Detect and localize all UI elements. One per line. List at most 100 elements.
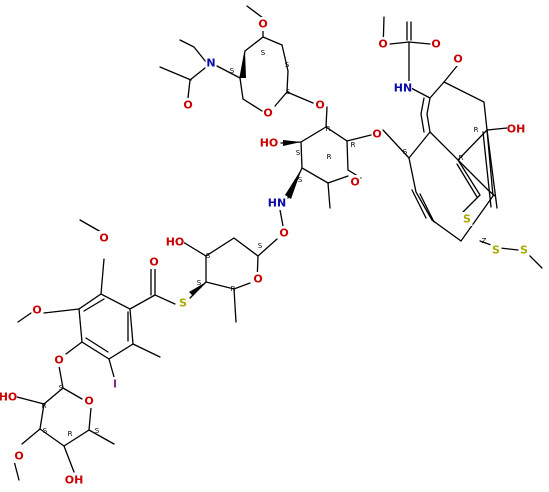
atom-label-bg-trisulfide_s1 [490,243,502,257]
bond-31 [482,131,492,208]
stereo-label-21: S [95,427,100,435]
atom-label-bg-aryl_ome_1 [98,231,110,245]
bond-18 [410,87,431,99]
atom-label-bg-ring2_o [349,175,361,189]
bond-8 [325,106,362,179]
atom-label-amide_n: N [206,57,215,70]
stereo-label-2: S [285,61,290,69]
stereo-label-8: S [298,176,303,184]
bond-22 [411,189,427,219]
bond-19 [443,81,508,131]
bond-4 [179,39,207,63]
atom-label-oh_sugar3: HO [166,236,185,249]
atom-label-aryl_o_glyco: O [54,354,63,367]
bond-16 [408,65,458,159]
bond-49 [79,219,102,233]
bond-13 [279,209,284,227]
bond-26 [456,163,478,198]
wedge-bond-2 [285,168,302,199]
wedge-bond-3 [189,282,206,296]
stereo-label-10: R [474,126,479,134]
bond-51 [17,312,32,323]
bond-48 [100,258,105,295]
atom-label-ring1_o: O [263,107,272,120]
bond-33 [389,41,431,45]
atom-label-oh_sugar4b: OH [65,474,84,487]
atom-label-bg-hydroxylamine_o [278,226,290,240]
atom-label-methoxy_o_top: O [258,18,267,31]
stereo-label-9: S [403,148,408,156]
atom-label-bg-carbamate_nh [394,81,412,95]
atom-label-trisulfide_s1: S [492,244,500,257]
stereo-label-3: S [286,88,291,96]
atom-label-aryl_i: I [113,378,117,391]
stereo-label-17: S [59,384,64,392]
atom-label-ring3_o: O [253,273,262,286]
stereo-label-20: R [68,430,73,438]
atom-label-glyco_o_2: O [372,128,381,141]
atom-label-bg-methoxy_o_top [257,17,269,31]
atom-label-core_s: S [463,213,471,226]
atom-label-bg-hydroxylamine_nh [268,196,286,210]
atom-label-glyco_o_1: O [315,99,324,112]
bond-17 [420,97,425,133]
atom-label-thioester_s: S [179,297,187,310]
stereo-label-7: R [327,153,332,161]
stereo-label-11: R [459,154,464,162]
bond-52 [65,341,83,355]
stereo-label-6: S [296,149,301,157]
bond-28 [499,247,519,251]
atom-label-bg-ketone_o [452,52,464,66]
bond-1 [262,36,289,107]
atom-label-bg-glyco_o_2 [371,127,383,141]
bond-14 [346,134,372,142]
atom-label-carbamate_nh: HN [394,82,412,95]
bond-15 [382,129,410,159]
atom-label-carbamate_o_ester: O [378,38,387,51]
bond-40 [233,288,237,323]
stereo-label-4: R [326,125,331,133]
stereo-label-13: S [206,252,211,260]
atom-label-bg-carbamate_o_ester [377,37,389,51]
wedge-bond-0 [240,51,246,78]
bond-60 [63,445,75,473]
stereo-label-5: R [351,141,356,149]
bond-38 [182,237,259,257]
atom-label-aryl_ome_1: O [99,232,108,245]
atom-label-hydroxylamine_o: O [279,227,288,240]
bond-23 [419,193,435,223]
bond-30 [486,129,498,209]
atom-label-bg-carbamate_o [430,37,442,51]
atom-label-thioester_o: O [149,256,158,269]
wedge-bond-1 [283,140,301,146]
bond-2 [246,5,264,19]
atom-label-acetyl_o: O [183,99,192,112]
atom-label-bg-acetyl_o [182,98,194,112]
atom-label-bg-aryl_o_glyco [53,353,65,367]
stereo-label-19: S [43,427,48,435]
atom-label-bg-core_s [461,212,473,226]
bond-29 [527,253,543,269]
atom-label-ketone_o: O [453,53,462,66]
stereo-label-0: S [261,49,266,57]
bond-45 [83,298,105,312]
bond-53 [108,358,115,378]
stereo-label-1: S [230,67,235,75]
atom-label-bg-ome_sugar4 [13,449,25,463]
atom-label-bg-aryl_i [109,377,121,391]
atom-label-bg-oh_sugar4a [0,390,17,404]
atom-label-bg-glyco_o_1 [314,98,326,112]
atom-label-bg-thioester_o [148,255,160,269]
bond-6 [159,66,192,81]
atom-label-bg-trisulfide_s2 [518,243,530,257]
atom-label-bg-ring1_o [262,106,274,120]
bond-21 [408,129,494,242]
bond-11 [327,182,331,209]
stereo-label-14: S [197,279,202,287]
bond-54 [132,343,161,358]
atom-label-oh_sugar4a: HO [0,391,17,404]
atom-label-trisulfide_s2: S [520,244,528,257]
atom-label-bg-ring4_o [83,394,95,408]
